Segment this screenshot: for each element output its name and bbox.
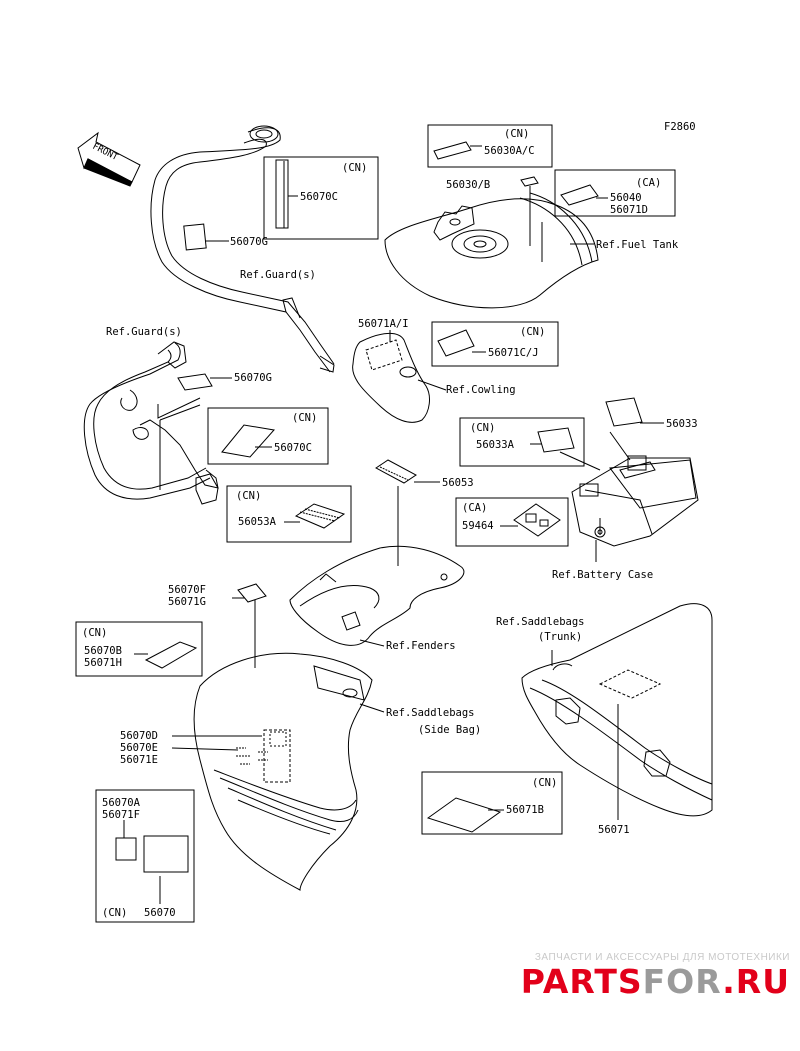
ref-saddlebags-side: Ref.Saddlebags: [386, 707, 475, 719]
part-56070e: 56070E: [120, 742, 158, 754]
ca-box-56040: [554, 169, 676, 217]
cn-box-56071b: [421, 771, 563, 835]
part-56070: 56070: [144, 907, 176, 919]
part-56030b: 56030/B: [446, 179, 490, 191]
watermark-tagline: ЗАПЧАСТИ И АКСЕССУАРЫ ДЛЯ МОТОТЕХНИКИ: [534, 952, 790, 963]
part-56040: 56040: [610, 192, 642, 204]
front-arrow-icon: FRONT: [77, 131, 141, 187]
region-tag: (CN): [532, 777, 557, 789]
part-56070c: 56070C: [300, 191, 338, 203]
cn-box-56033a: [459, 417, 585, 467]
part-56070d: 56070D: [120, 730, 158, 742]
part-56071ai: 56071A/I: [358, 318, 409, 330]
region-tag: (CN): [292, 412, 317, 424]
cn-box-56070c-top: [263, 156, 379, 240]
trunk-drawing: [521, 603, 713, 817]
ref-guard: Ref.Guard(s): [240, 269, 316, 281]
region-tag: (CA): [636, 177, 661, 189]
cn-box-56070b: [75, 621, 203, 677]
guard-upper-drawing: [150, 125, 335, 373]
label-56053-shape: [375, 459, 417, 484]
part-56030ac: 56030A/C: [484, 145, 535, 157]
watermark-part2: FOR: [642, 962, 723, 1001]
watermark-logo: PARTSFOR.RU: [486, 962, 790, 1001]
region-tag: (CN): [342, 162, 367, 174]
ref-cowling: Ref.Cowling: [446, 384, 516, 396]
ref-battery-case: Ref.Battery Case: [552, 569, 653, 581]
part-56071g: 56071G: [168, 596, 206, 608]
label-56030b-shape: [520, 176, 539, 187]
part-59464: 59464: [462, 520, 494, 532]
region-tag: (CN): [82, 627, 107, 639]
cn-box-56070c-mid: [207, 407, 329, 465]
part-56071e: 56071E: [120, 754, 158, 766]
battery-case-drawing: [571, 455, 699, 547]
ref-fenders: Ref.Fenders: [386, 640, 456, 652]
part-56070f: 56070F: [168, 584, 206, 596]
region-tag: (CN): [470, 422, 495, 434]
part-56071cj: 56071C/J: [488, 347, 539, 359]
watermark-part1: PARTS: [520, 962, 643, 1001]
cn-box-56030ac: [427, 124, 553, 168]
region-tag: (CN): [504, 128, 529, 140]
label-56070c-top-shape: [275, 159, 289, 229]
part-56071: 56071: [598, 824, 630, 836]
fuel-tank-drawing: [384, 192, 599, 309]
part-56071d: 56071D: [610, 204, 648, 216]
part-56070b: 56070B: [84, 645, 122, 657]
ref-saddlebags-side-sub: (Side Bag): [418, 724, 481, 736]
part-56070a: 56070A: [102, 797, 141, 809]
label-56070g-mid-shape: [177, 373, 213, 391]
label-56033-shape: [605, 397, 643, 427]
region-tag: (CN): [520, 326, 545, 338]
figure-code: F2860: [664, 121, 696, 133]
ca-box-59464: [455, 497, 569, 547]
part-56071b: 56071B: [506, 804, 544, 816]
ref-saddlebags-trunk-sub: (Trunk): [538, 631, 582, 643]
part-56070g: 56070G: [234, 372, 272, 384]
region-tag: (CN): [102, 907, 127, 919]
cn-box-56053a: [226, 485, 352, 543]
part-56053a: 56053A: [238, 516, 277, 528]
region-tag: (CA): [462, 502, 487, 514]
cn-box-56071cj: [431, 321, 559, 367]
cn-box-56070a: [95, 789, 195, 923]
part-56071h: 56071H: [84, 657, 122, 669]
label-56070f-shape: [237, 583, 267, 603]
fender-drawing: [289, 545, 465, 646]
side-bag-drawing: [193, 652, 373, 891]
watermark-part3: .RU: [722, 962, 790, 1001]
part-56053: 56053: [442, 477, 474, 489]
ref-saddlebags-trunk: Ref.Saddlebags: [496, 616, 585, 628]
part-56033: 56033: [666, 418, 698, 430]
part-56070g: 56070G: [230, 236, 268, 248]
ref-fuel-tank: Ref.Fuel Tank: [596, 239, 679, 251]
guard-lower-drawing: [83, 341, 219, 505]
label-56070g-top-shape: [183, 223, 207, 251]
part-56033a: 56033A: [476, 439, 515, 451]
ref-guard: Ref.Guard(s): [106, 326, 182, 338]
cowling-drawing: [352, 333, 430, 423]
label-59464-shape: [513, 503, 561, 537]
part-56070c: 56070C: [274, 442, 312, 454]
region-tag: (CN): [236, 490, 261, 502]
part-56071f: 56071F: [102, 809, 140, 821]
